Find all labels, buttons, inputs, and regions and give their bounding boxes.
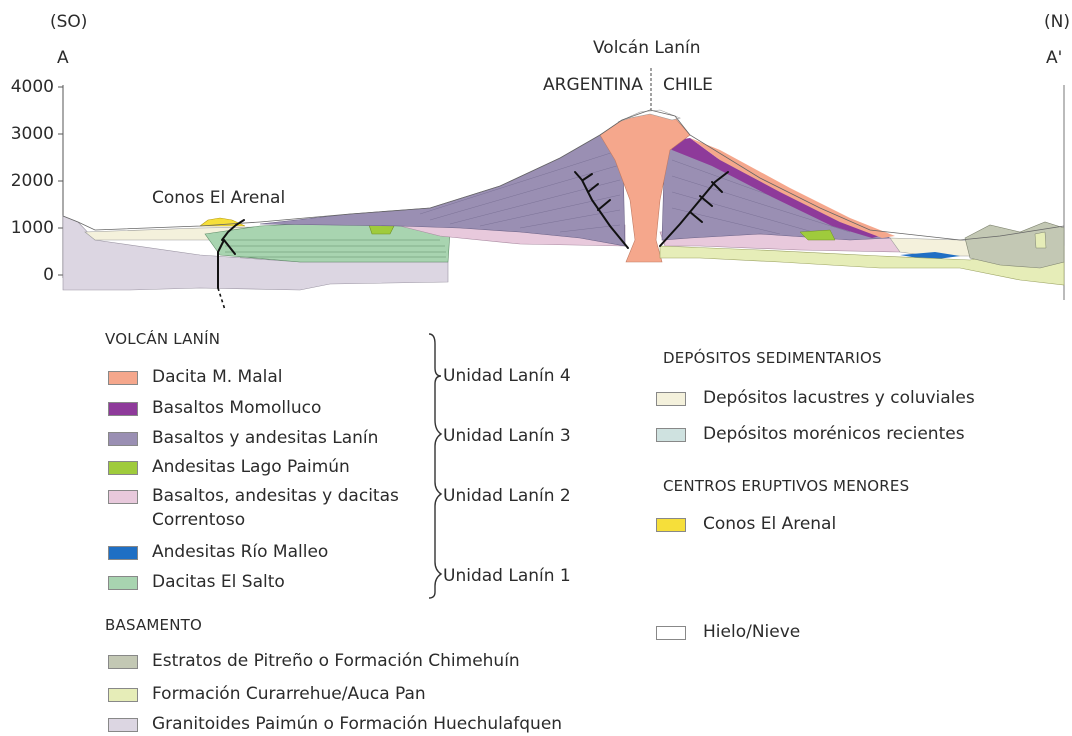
point-a-label: A xyxy=(57,48,69,68)
legend-label-momolluco: Basaltos Momolluco xyxy=(152,398,321,418)
legend-label-dacita-m-malal: Dacita M. Malal xyxy=(152,367,283,387)
legend-label-curarrehue: Formación Curarrehue/Auca Pan xyxy=(152,684,426,704)
legend-label-lacustres: Depósitos lacustres y coluviales xyxy=(703,388,975,408)
point-a-prime-label: A' xyxy=(1046,48,1062,68)
volcan-lanin-heading: VOLCÁN LANÍN xyxy=(105,330,220,348)
legend-swatch-basaltos-lanin xyxy=(108,432,138,446)
elevation-tick-2000: 2000 xyxy=(6,172,54,190)
geologic-cross-section xyxy=(0,0,1072,320)
elevation-tick-0: 0 xyxy=(6,266,54,284)
legend-swatch-granitoides xyxy=(108,718,138,732)
legend-label-basaltos-lanin: Basaltos y andesitas Lanín xyxy=(152,428,378,448)
argentina-label: ARGENTINA xyxy=(543,75,643,95)
legend-swatch-conos-el-arenal xyxy=(656,518,686,532)
legend-swatch-morenicos xyxy=(656,428,686,442)
legend-label-morenicos: Depósitos morénicos recientes xyxy=(703,424,965,444)
legend-swatch-dacita-m-malal xyxy=(108,371,138,385)
sw-orientation-label: (SO) xyxy=(50,12,87,32)
cones-label: Conos El Arenal xyxy=(152,188,285,208)
depositos-sedimentarios-heading: DEPÓSITOS SEDIMENTARIOS xyxy=(663,349,882,367)
unit-lanin-4: Unidad Lanín 4 xyxy=(443,366,571,386)
legend-swatch-curarrehue xyxy=(108,688,138,702)
elevation-tick-3000: 3000 xyxy=(6,125,54,143)
chile-label: CHILE xyxy=(663,75,713,95)
basamento-heading: BASAMENTO xyxy=(105,616,202,634)
legend-label-lago-paimun: Andesitas Lago Paimún xyxy=(152,457,350,477)
unit-lanin-2: Unidad Lanín 2 xyxy=(443,486,571,506)
legend-swatch-el-salto xyxy=(108,576,138,590)
legend-label-hielo-nieve: Hielo/Nieve xyxy=(703,622,800,642)
ne-orientation-label: (N) xyxy=(1044,12,1070,32)
legend-label-correntoso: Basaltos, andesitas y dacitas xyxy=(152,486,399,506)
unit-lanin-3: Unidad Lanín 3 xyxy=(443,426,571,446)
legend-swatch-momolluco xyxy=(108,402,138,416)
legend-swatch-rio-malleo xyxy=(108,546,138,560)
legend-label-correntoso-line2: Correntoso xyxy=(152,510,245,530)
legend-label-pitreno: Estratos de Pitreño o Formación Chimehuí… xyxy=(152,651,520,671)
elevation-tick-1000: 1000 xyxy=(6,219,54,237)
legend-label-el-salto: Dacitas El Salto xyxy=(152,572,285,592)
legend-label-rio-malleo: Andesitas Río Malleo xyxy=(152,542,328,562)
legend-swatch-lacustres xyxy=(656,392,686,406)
unit-braces xyxy=(425,330,445,600)
volcano-label: Volcán Lanín xyxy=(593,38,701,58)
unit-lanin-1: Unidad Lanín 1 xyxy=(443,566,571,586)
elevation-tick-4000: 4000 xyxy=(6,78,54,96)
legend-swatch-correntoso xyxy=(108,490,138,504)
legend-label-conos-el-arenal: Conos El Arenal xyxy=(703,514,836,534)
legend-swatch-lago-paimun xyxy=(108,461,138,475)
legend-swatch-pitreno xyxy=(108,655,138,669)
legend-swatch-hielo-nieve xyxy=(656,626,686,640)
centros-eruptivos-heading: CENTROS ERUPTIVOS MENORES xyxy=(663,477,909,495)
legend-label-granitoides: Granitoides Paimún o Formación Huechulaf… xyxy=(152,714,562,734)
